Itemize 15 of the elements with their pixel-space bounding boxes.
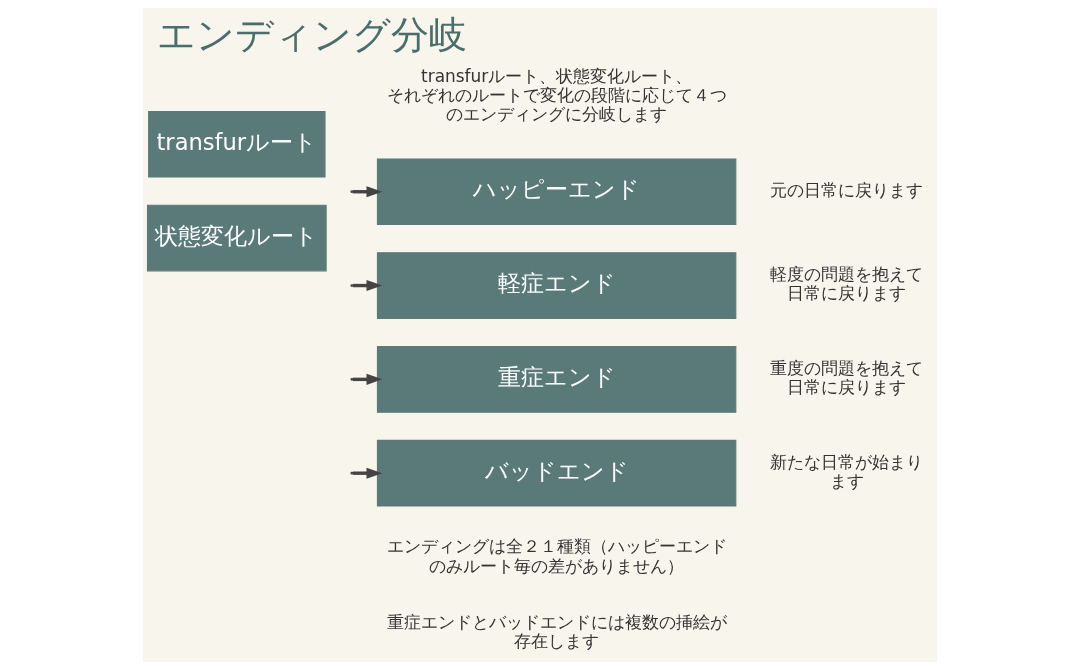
node-box: ハッピーエンド: [376, 158, 737, 226]
label: エンディングは全２１種類（ハッピーエンドのみルート毎の差がありません）: [386, 536, 727, 576]
node-box: 重症エンド: [376, 346, 737, 413]
node-label: 元の日常に戻ります: [770, 179, 924, 200]
diagram-title: エンディング分岐: [156, 11, 467, 57]
node-label: 軽度の問題を抱えて日常に戻ります: [770, 263, 924, 304]
node-label: 新たな日常が始まります: [770, 451, 924, 491]
arrow: [352, 467, 383, 479]
node-box: バッドエンド: [376, 439, 737, 507]
label: 重症エンドとバッドエンドには複数の挿絵が存在します: [386, 612, 727, 652]
label: transfurルート、状態変化ルート、それぞれのルートで変化の段階に応じて４つのエンディングに分岐します: [386, 65, 727, 124]
node-box: transfurルート: [148, 110, 326, 178]
node-box: 状態変化ルート: [146, 204, 327, 272]
node-box: 軽症エンド: [376, 252, 737, 319]
node-label: 重度の問題を抱えて日常に戻ります: [770, 357, 924, 397]
